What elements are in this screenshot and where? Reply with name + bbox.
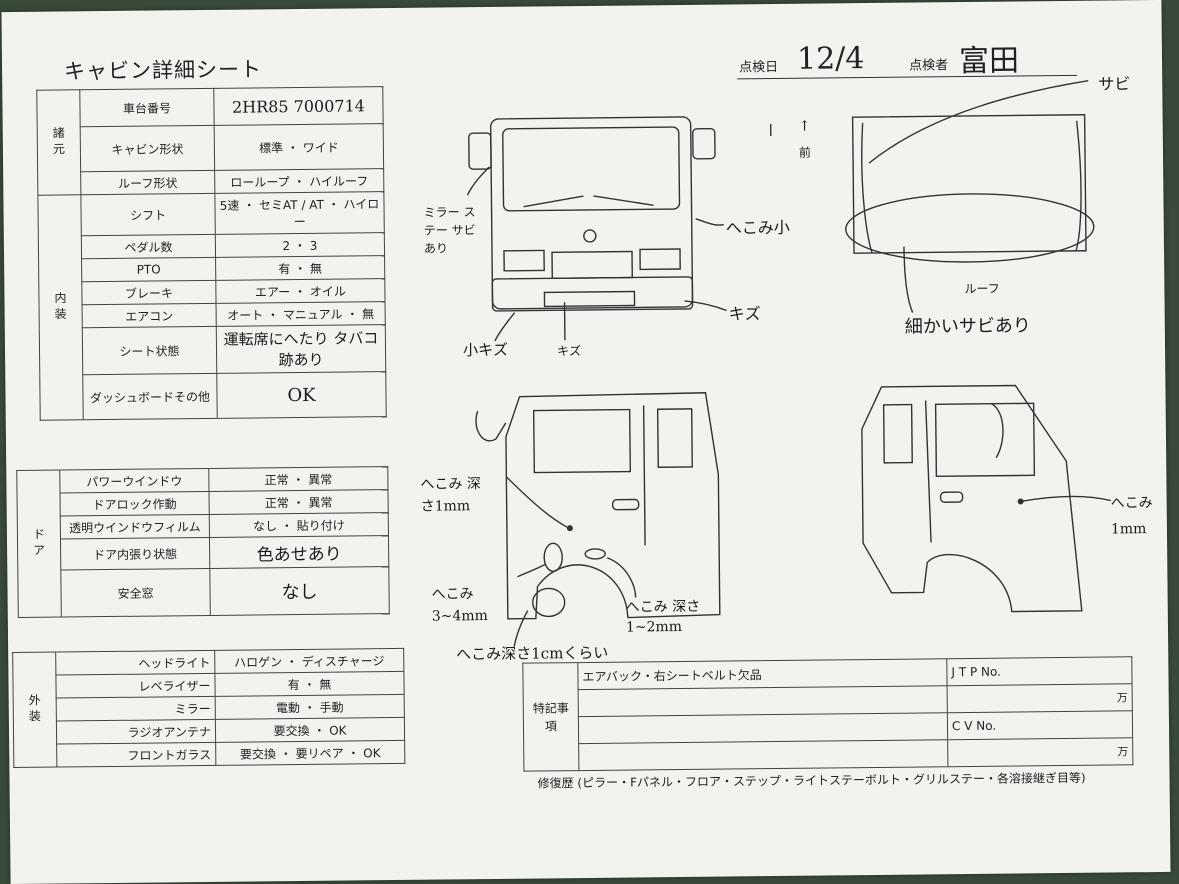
front-view-drawing [468,116,716,312]
jtp-unit: 万 [947,683,1133,713]
dent-right-note: へこみ 1mm [1110,495,1153,538]
dent-arch-note: へこみ 深さ 1~2mm [625,598,701,636]
front-label: 前 [798,145,812,160]
mirror-note: ミラー ステー サビあり [423,205,476,256]
roof-label: ルーフ [964,281,1000,297]
remarks-line-3 [578,712,948,744]
scratch-right-note: キズ [728,304,761,324]
front-arrow: ↑ [798,118,811,135]
dent-small-note: へこみ小 [725,217,790,238]
rust-label: サビ [1098,74,1131,94]
dent-3-4-note: へこみ 3~4mm [431,586,489,625]
roof-note: 細かいサビあり [904,315,1031,338]
remarks-label: 特記事項 [522,662,579,772]
small-scratch-note: 小キズ [462,340,509,360]
cv-unit: 万 [947,737,1133,767]
cv-label: C V No. [947,710,1133,740]
roof-view-drawing [845,80,1095,263]
dent-1cm-note: へこみ深さ1cmくらい [456,643,609,664]
scratch-bottom-note: キズ [556,344,582,359]
remarks-line-2 [578,685,948,717]
remarks-table: 特記事項 エアバック・右シートベルト欠品 J T P No. 万 C V No.… [522,656,1133,772]
remarks-note: エアバック・右シートベルト欠品 [577,658,948,690]
jtp-label: J T P No. [946,656,1133,686]
right-side-view-drawing [861,384,1083,613]
remarks-line-4 [578,739,948,771]
dent-door-note: へこみ 深さ1mm [420,476,481,515]
left-side-view-drawing [475,392,721,620]
